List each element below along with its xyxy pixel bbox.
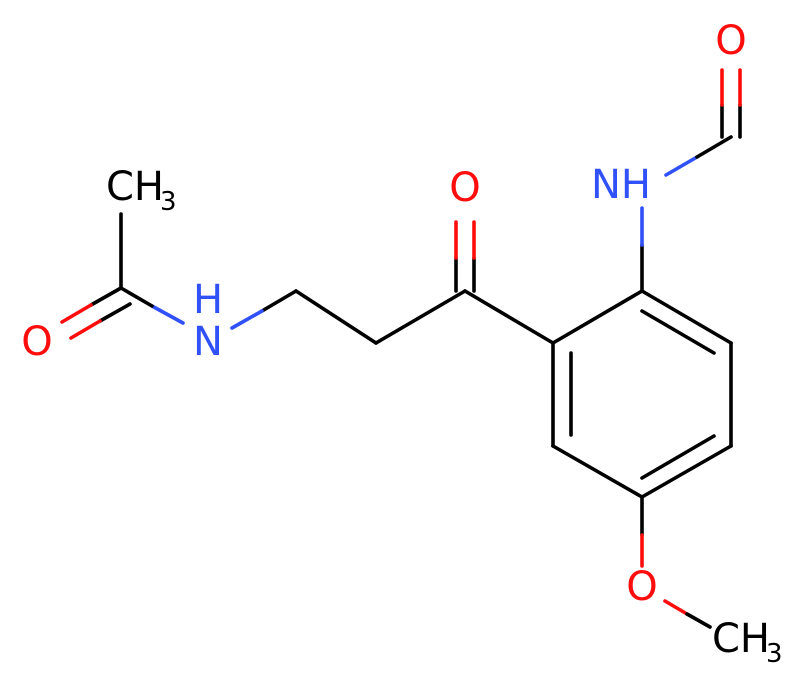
atom-ch3-acetyl: CH 3: [106, 164, 177, 217]
atom-ch3-methoxy: CH 3: [712, 616, 783, 669]
atom-nh-formamide: NH: [591, 162, 651, 208]
bond-ring-top-inner: [640, 309, 716, 355]
atom-o-ketone: O: [449, 165, 480, 211]
atom-o-methoxy: O: [626, 564, 657, 610]
bond-ring-lower-left: [551, 444, 644, 499]
bond-ch2-n: [260, 289, 298, 313]
bond-n-acetylc-n: [150, 304, 185, 325]
bond-acetyl-co-a: [89, 286, 123, 307]
bond-acetyl-co-a-o: [60, 303, 93, 324]
bond-ketone-ch2: [374, 289, 467, 345]
atom-h-amide: H: [193, 277, 223, 323]
bond-ring-lower-right-inner: [640, 434, 716, 480]
atom-o-acetyl: O: [21, 319, 52, 365]
bond-nh-formylc-n: [664, 155, 699, 177]
bond-ring-lower-right: [640, 444, 733, 499]
bond-ch2-n-n: [230, 309, 264, 330]
bond-ring-upper-left: [551, 289, 644, 345]
atom-ch3-acetyl-main: CH: [106, 164, 164, 210]
bond-n-acetylc: [119, 286, 154, 308]
bond-methoxyo-ch3-o: [663, 599, 689, 616]
bond-ch2-ch2: [294, 289, 378, 345]
bond-lines: [60, 68, 742, 629]
bond-acetyl-co-b-o: [69, 319, 102, 340]
atom-ch3-acetyl-sub: 3: [160, 187, 177, 217]
bond-acetyl-co-b: [98, 302, 132, 323]
atom-nh-amide: N H: [193, 277, 223, 365]
atom-ch3-methoxy-main: CH: [712, 616, 770, 662]
atom-ch3-methoxy-sub: 3: [766, 639, 783, 669]
bond-ring-ketone: [463, 289, 555, 345]
bond-nh-formylc: [695, 135, 733, 159]
bond-methoxyo-ch3: [685, 612, 712, 629]
atom-labels: O NH O CH 3 O N H O CH 3: [21, 18, 782, 669]
bond-ring-top: [640, 289, 733, 345]
atom-n-amide: N: [193, 319, 223, 365]
atom-o-formyl: O: [715, 18, 746, 64]
